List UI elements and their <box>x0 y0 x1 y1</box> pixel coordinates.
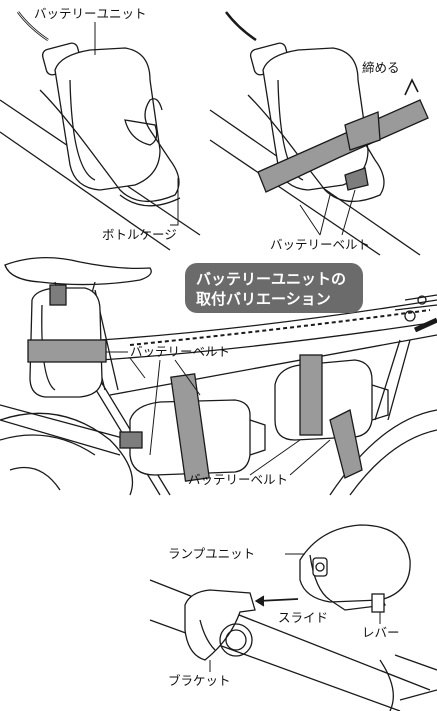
front-wheel <box>329 409 437 496</box>
label-battery-belt-seat: バッテリーベルト <box>130 344 230 359</box>
label-bracket: ブラケット <box>168 673 231 688</box>
battery-unit <box>54 47 161 191</box>
label-battery-belt-bottom: バッテリーベルト <box>188 472 288 487</box>
label-slide: スライド <box>278 610 328 625</box>
right-belt <box>299 354 323 436</box>
saddle <box>4 257 152 286</box>
lamp-unit <box>299 524 411 603</box>
label-lever: レバー <box>362 625 400 640</box>
tighten-arrow-icon <box>404 78 419 96</box>
label-lamp-unit: ランプユニット <box>168 546 255 561</box>
mount-title-line2: 取付バリエーション <box>196 290 331 308</box>
battery-right <box>274 359 373 441</box>
frame-tube-edge <box>0 131 171 251</box>
lever <box>371 593 385 613</box>
slide-arrow-icon <box>257 598 299 602</box>
label-battery-belt-top: バッテリーベルト <box>270 237 370 252</box>
mount-title-line1: バッテリーユニットの <box>196 270 346 288</box>
panel-belt <box>209 11 429 256</box>
panel-lamp <box>149 524 437 711</box>
battery-belt <box>257 99 429 193</box>
bracket <box>184 589 256 661</box>
mount-title-pill <box>185 263 363 313</box>
label-bottle-cage: ボトルケージ <box>102 227 177 242</box>
panel-bottle-cage <box>0 11 201 251</box>
top-tube <box>99 299 437 341</box>
down-tube-belt <box>170 373 210 482</box>
bottle-cage <box>39 89 180 202</box>
label-tighten: 締める <box>362 60 400 75</box>
seat-belt <box>27 339 107 363</box>
panel-bike <box>0 257 437 496</box>
label-battery-unit: バッテリーユニット <box>34 6 147 21</box>
